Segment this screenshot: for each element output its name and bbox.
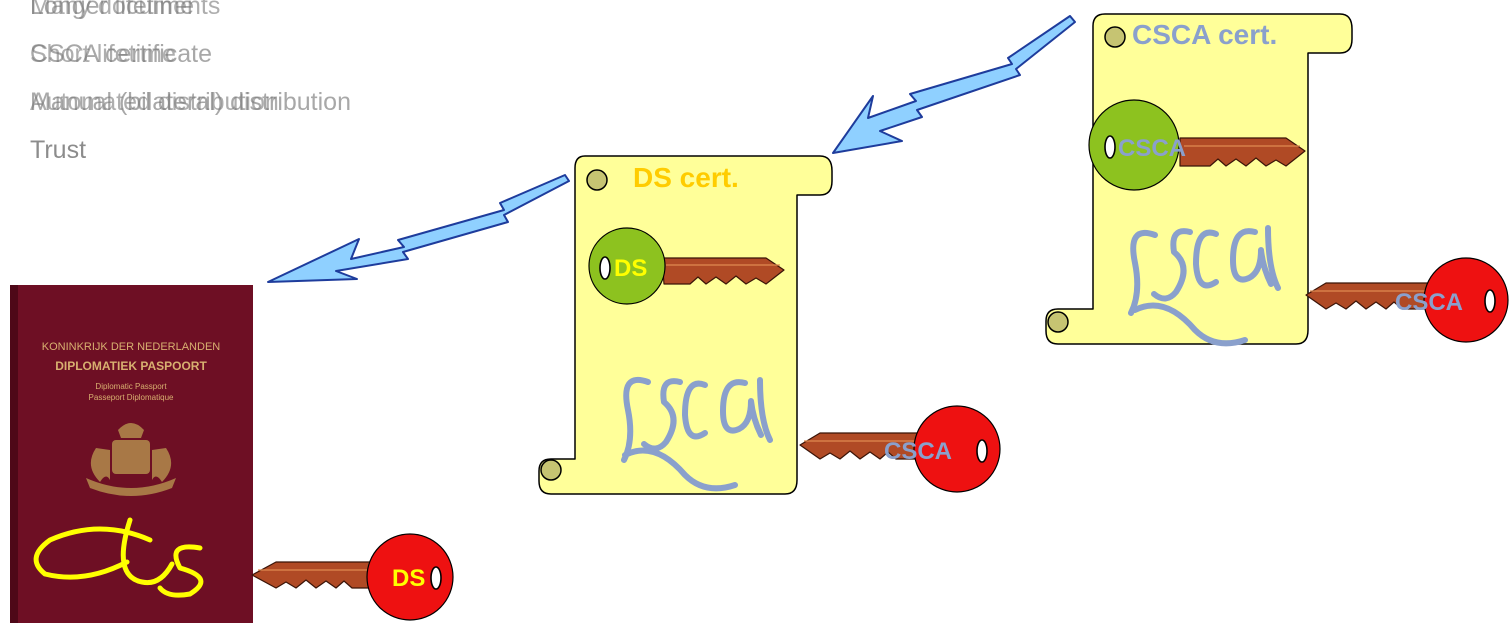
arrow-csca-to-ds — [832, 15, 1076, 154]
csca-certificate: CSCA cert. — [1045, 13, 1353, 345]
legend-line2-a: CSCA certificate — [30, 40, 212, 68]
ds-cert-signature — [621, 377, 773, 492]
coat-of-arms-icon — [86, 423, 176, 496]
passport-type: DIPLOMATIEK PASPOORT — [55, 359, 207, 373]
legend-line1-a: Longer lifetime — [30, 0, 194, 20]
passport-type-fr: Passeport Diplomatique — [89, 393, 174, 402]
ds-cert-title: DS cert. — [633, 162, 739, 193]
arrow-ds-to-passport — [267, 174, 570, 283]
legend: Longer lifetime Many documents CSCA cert… — [30, 0, 351, 164]
legend-line3-a: Manual (bilateral) distribution — [30, 88, 351, 116]
csca-signing-key-2: CSCA — [1305, 257, 1509, 343]
legend-line1-b: Many documents — [30, 0, 220, 20]
csca-signing-key-1-label: CSCA — [884, 438, 952, 465]
ds-signing-key: DS — [251, 533, 454, 621]
legend-line2-b: Short lifetime — [30, 40, 176, 68]
legend-line3-b: Automated distribution — [30, 88, 279, 116]
legend-line4: Trust — [30, 136, 86, 164]
passport-signature — [33, 517, 204, 598]
ds-public-key-label: DS — [614, 255, 647, 282]
csca-signing-key-2-label: CSCA — [1395, 289, 1463, 316]
passport-country: KONINKRIJK DER NEDERLANDEN — [42, 341, 221, 353]
csca-signing-key-1: CSCA — [799, 405, 1001, 493]
csca-public-key-label: CSCA — [1118, 135, 1186, 162]
passport: KONINKRIJK DER NEDERLANDEN DIPLOMATIEK P… — [10, 285, 253, 623]
ds-certificate: DS cert. — [538, 155, 833, 495]
ds-signing-key-label: DS — [392, 565, 425, 592]
csca-cert-title: CSCA cert. — [1132, 19, 1277, 50]
csca-cert-signature — [1128, 225, 1281, 347]
passport-type-en: Diplomatic Passport — [95, 382, 167, 391]
ds-public-key: DS — [588, 227, 785, 305]
csca-public-key: CSCA — [1088, 99, 1306, 191]
